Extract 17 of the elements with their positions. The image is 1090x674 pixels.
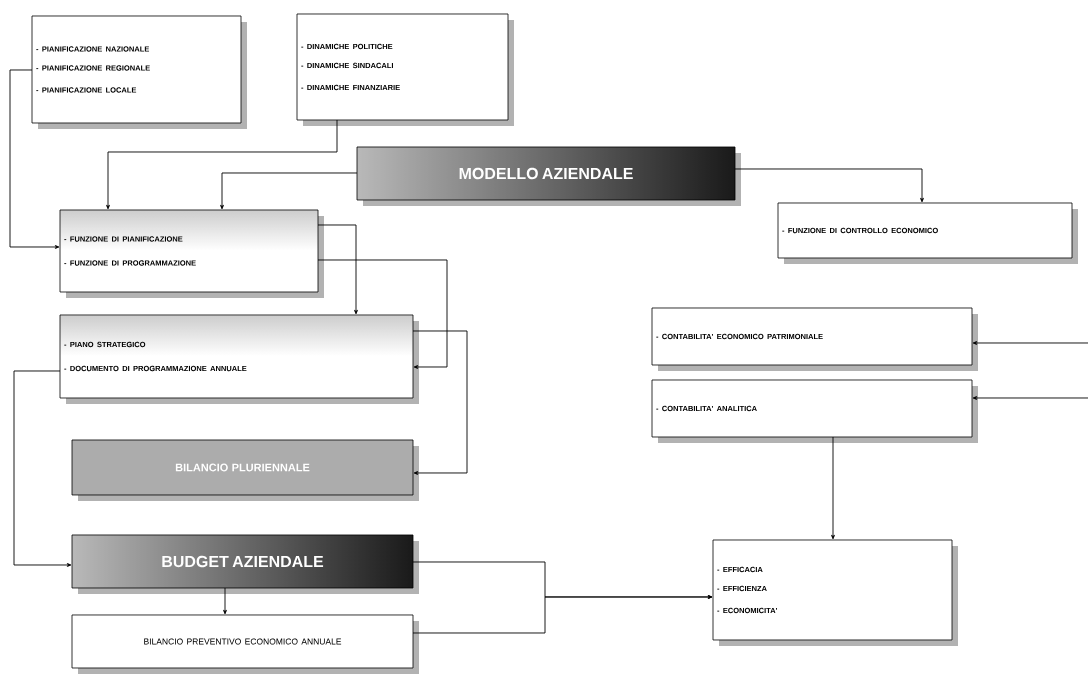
- arrow: [220, 172, 358, 210]
- arrow: [972, 396, 1089, 400]
- arrow: [317, 259, 448, 369]
- arrow: [9, 69, 60, 249]
- budget-banner: BUDGET AZIENDALE: [71, 534, 419, 594]
- arrow: [412, 595, 713, 634]
- arrow: [223, 587, 227, 615]
- arrow: [972, 341, 1089, 345]
- budget-box: BILANCIO PLURIENNALE: [71, 439, 419, 501]
- arrow: [831, 436, 835, 540]
- arrow: [106, 119, 338, 210]
- budget-box: BILANCIO PREVENTIVO ECONOMICO ANNUALE: [71, 614, 419, 674]
- arrow: [13, 370, 72, 567]
- arrow: [734, 168, 924, 203]
- arrow: [317, 224, 358, 315]
- arrow: [412, 330, 468, 475]
- title-banner: MODELLO AZIENDALE: [356, 146, 741, 206]
